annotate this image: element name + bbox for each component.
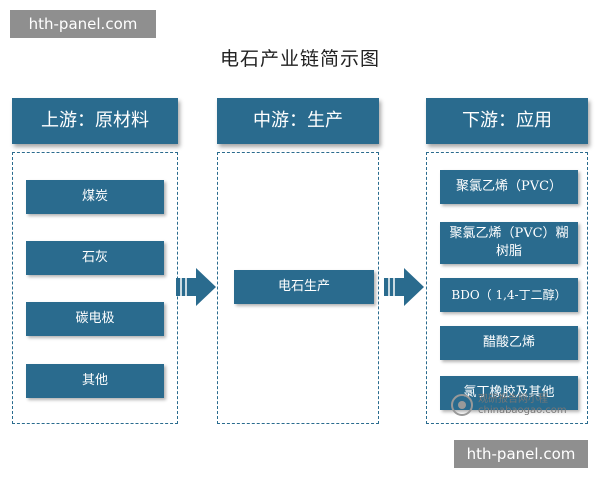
upstream-header: 上游：原材料 xyxy=(12,98,178,144)
stamp-line-2: chinabaogao.com xyxy=(478,405,567,416)
arrow-right-icon xyxy=(176,268,216,306)
logo-icon xyxy=(451,394,473,416)
upstream-item-other: 其他 xyxy=(26,364,164,398)
midstream-box xyxy=(217,152,379,424)
downstream-header: 下游：应用 xyxy=(426,98,588,144)
midstream-item-production: 电石生产 xyxy=(234,270,374,304)
upstream-item-lime: 石灰 xyxy=(26,241,164,275)
diagram-title: 电石产业链简示图 xyxy=(219,48,380,70)
downstream-box xyxy=(426,152,588,424)
upstream-item-carbon-electrode: 碳电极 xyxy=(26,302,164,336)
downstream-item-pvc-paste-resin: 聚氯乙烯（PVC）糊树脂 xyxy=(440,222,578,264)
source-stamp: 观研报告网小程 chinabaogao.com xyxy=(450,385,590,425)
watermark-top: hth-panel.com xyxy=(10,10,156,38)
arrow-right-icon xyxy=(384,268,424,306)
watermark-bottom: hth-panel.com xyxy=(454,440,588,468)
midstream-header: 中游：生产 xyxy=(217,98,379,144)
downstream-item-pvc: 聚氯乙烯（PVC） xyxy=(440,170,578,204)
downstream-item-bdo: BDO（ 1,4-丁二醇） xyxy=(440,278,578,312)
downstream-item-vinyl-acetate: 醋酸乙烯 xyxy=(440,326,578,360)
stamp-line-1: 观研报告网小程 xyxy=(478,394,548,405)
upstream-item-coal: 煤炭 xyxy=(26,180,164,214)
